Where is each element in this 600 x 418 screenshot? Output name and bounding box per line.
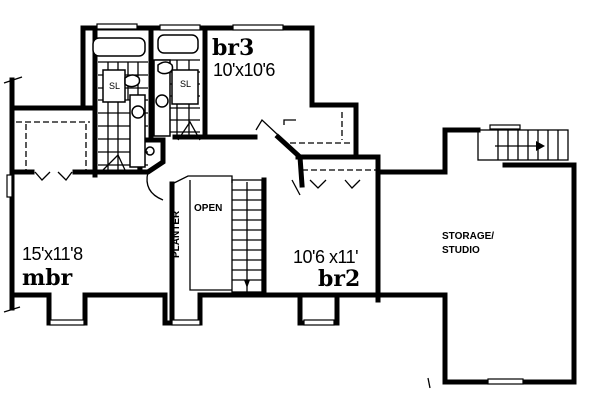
mbr-dimensions: 15'x11'8: [22, 244, 83, 264]
bathtub-left: [92, 37, 146, 57]
storage-label-line2: STUDIO: [442, 245, 480, 256]
storage-stair: [477, 129, 569, 161]
bathtub-right: [157, 34, 199, 54]
storage-label-line1: STORAGE/: [442, 231, 495, 242]
planter-label: PLANTER: [171, 210, 182, 258]
br3-dimensions: 10'x10'6: [213, 60, 275, 80]
mbr-name: mbr: [22, 265, 73, 291]
br3-walls: [302, 25, 359, 158]
stair-treads: [232, 182, 262, 292]
storage-walls: [375, 127, 481, 175]
sink-label-right: SL: [180, 79, 192, 89]
open-label: OPEN: [194, 203, 223, 214]
br2-dimensions: 10'6 x11': [293, 247, 359, 267]
mbr-bottom-wall: [9, 292, 168, 326]
mbr-closet-wall: [9, 105, 98, 178]
br2-name: br2: [318, 266, 361, 292]
br3-name: br3: [212, 35, 255, 61]
sink-label-left: SL: [109, 81, 121, 91]
